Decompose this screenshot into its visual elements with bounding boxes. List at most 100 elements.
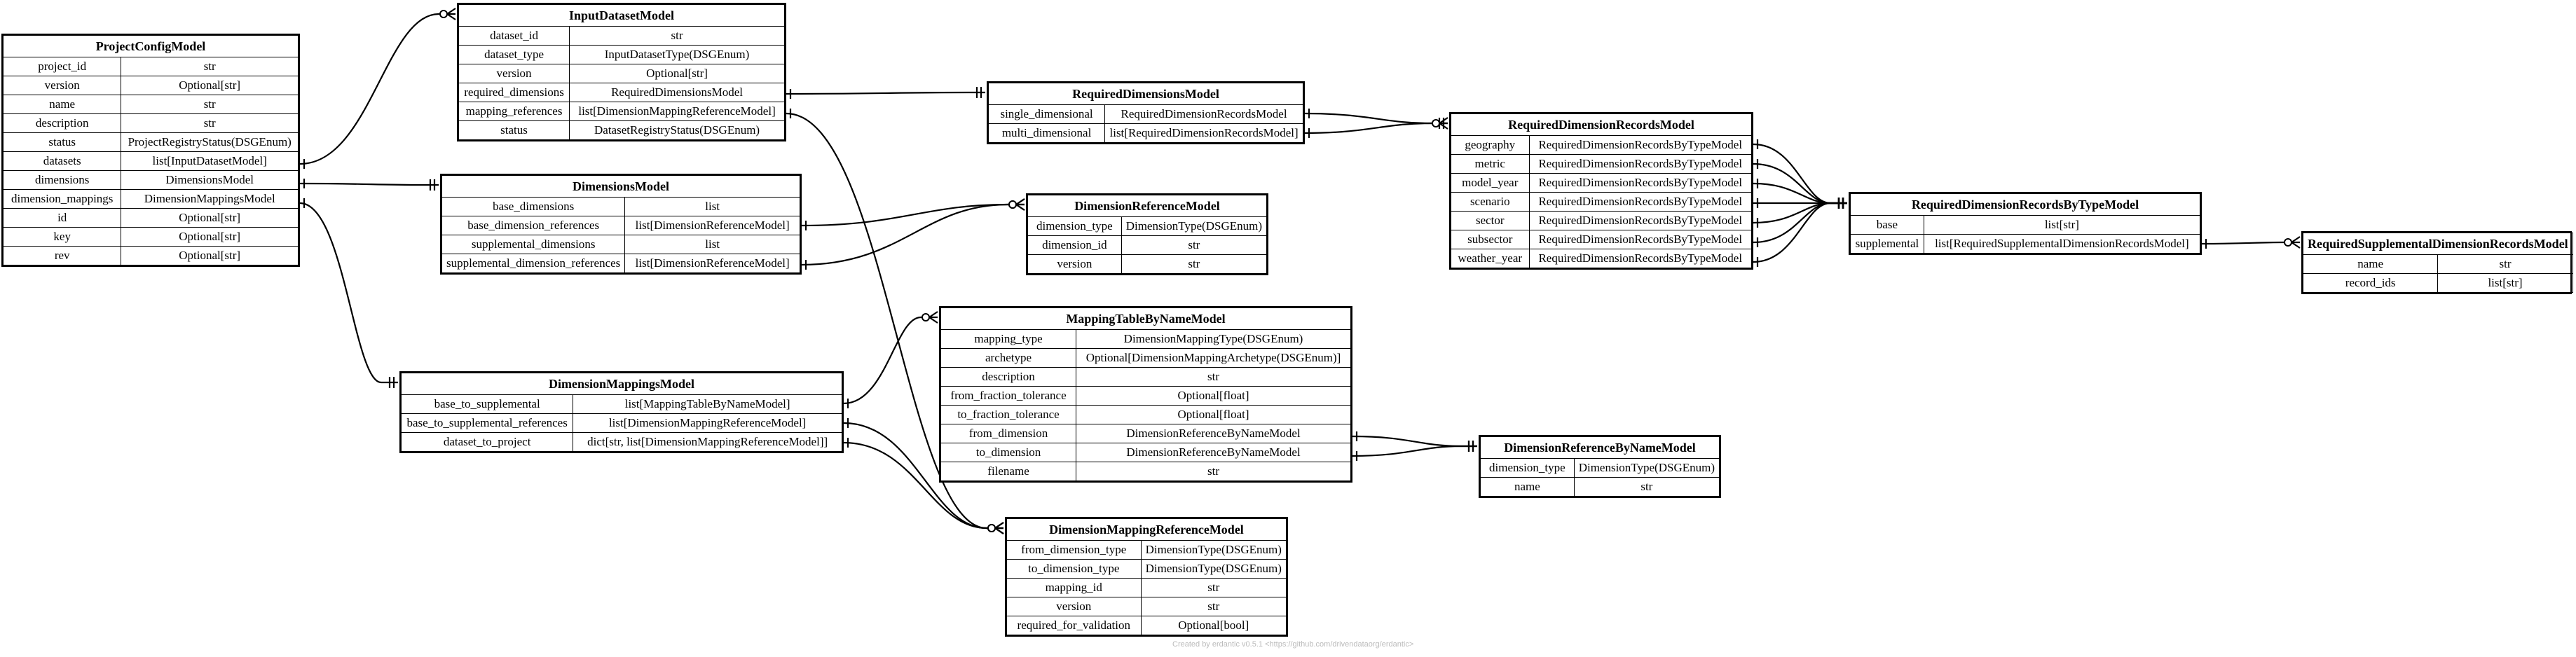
entity-title: DimensionMappingReferenceModel (1006, 518, 1287, 541)
field-type: list[DimensionMappingReferenceModel] (573, 413, 842, 433)
edge-supplemental-optional-circle (2284, 238, 2292, 247)
field-name: project_id (2, 57, 122, 76)
field-type: RequiredDimensionRecordsByTypeModel (1528, 173, 1753, 193)
field-name: base_dimensions (441, 197, 626, 216)
edge-datasets-optional-circle (439, 10, 448, 18)
edge-dataset-to-project (843, 441, 1003, 530)
edge-datasets-crowfoot (446, 8, 456, 20)
field-name: filename (940, 462, 1077, 481)
edge-base-to-supplemental (843, 316, 938, 405)
edge-multi-dimensional (1304, 122, 1448, 134)
edge-supplemental-crowfoot (2291, 236, 2301, 249)
edge-from-dimension (1352, 435, 1477, 448)
field-type: DimensionType(DSGEnum) (1121, 216, 1268, 236)
field-name: weather_year (1451, 249, 1530, 268)
field-name: dataset_id (458, 26, 570, 46)
field-type: RequiredDimensionsModel (569, 83, 785, 102)
edge-dataset-to-project-crowfoot (994, 522, 1004, 534)
edge-records-by-type-6 (1753, 202, 1847, 263)
field-name: dimensions (2, 170, 122, 190)
edge-base-to-supplemental-crowfoot (929, 311, 938, 324)
field-name: record_ids (2302, 273, 2439, 293)
field-type: DimensionType(DSGEnum) (1140, 559, 1287, 579)
field-type: Optional[float] (1076, 386, 1351, 406)
field-name: id (2, 208, 122, 228)
field-name: supplemental_dimension_references (441, 254, 626, 273)
field-type: list[RequiredSupplementalDimensionRecord… (1923, 234, 2201, 254)
field-type: DimensionsModel (121, 170, 299, 190)
field-type: str (1121, 254, 1268, 274)
field-type: list[MappingTableByNameModel] (573, 394, 842, 414)
field-name: base (1850, 215, 1924, 235)
field-type: str (1140, 597, 1287, 616)
field-type: ProjectRegistryStatus(DSGEnum) (121, 132, 299, 152)
field-name: required_for_validation (1006, 616, 1142, 635)
field-name: subsector (1451, 230, 1530, 249)
field-name: to_dimension (940, 443, 1077, 462)
field-name: dataset_type (458, 45, 570, 64)
field-type: InputDatasetType(DSGEnum) (569, 45, 785, 64)
field-type: list (624, 197, 800, 216)
field-name: version (1027, 254, 1122, 274)
field-type: Optional[str] (121, 208, 299, 228)
field-name: rev (2, 246, 122, 265)
field-type: list[DimensionReferenceModel] (624, 216, 800, 235)
field-type: DimensionType(DSGEnum) (1573, 458, 1720, 478)
field-type: str (1140, 578, 1287, 597)
field-type: list[DimensionReferenceModel] (624, 254, 800, 273)
field-type: RequiredDimensionRecordsByTypeModel (1528, 230, 1753, 249)
field-name: version (458, 64, 570, 83)
field-name: sector (1451, 211, 1530, 230)
edge-datasets (299, 13, 455, 165)
field-type: Optional[str] (121, 227, 299, 247)
edge-supplemental-dimension-references (801, 203, 1025, 266)
field-name: dimension_type (1480, 458, 1575, 478)
field-name: key (2, 227, 122, 247)
entity-title: RequiredDimensionsModel (988, 83, 1303, 105)
field-name: mapping_references (458, 102, 570, 121)
field-type: dict[str, list[DimensionMappingReference… (573, 432, 842, 452)
field-type: DimensionReferenceByNameModel (1076, 424, 1351, 443)
field-name: to_dimension_type (1006, 559, 1142, 579)
field-name: base_dimension_references (441, 216, 626, 235)
edge-mapping-references (786, 112, 1003, 530)
edge-dimensions-one-bars (429, 179, 436, 191)
field-type: str (1076, 462, 1351, 481)
field-type: DimensionMappingType(DSGEnum) (1076, 329, 1351, 349)
field-name: mapping_id (1006, 578, 1142, 597)
entity-title: ProjectConfigModel (3, 35, 299, 57)
field-name: mapping_type (940, 329, 1077, 349)
field-name: dataset_to_project (400, 432, 574, 452)
entity-title: RequiredDimensionRecordsByTypeModel (1850, 193, 2200, 216)
field-name: to_fraction_tolerance (940, 405, 1077, 424)
field-type: RequiredDimensionRecordsByTypeModel (1528, 154, 1753, 174)
field-type: Optional[float] (1076, 405, 1351, 424)
field-name: model_year (1451, 173, 1530, 193)
